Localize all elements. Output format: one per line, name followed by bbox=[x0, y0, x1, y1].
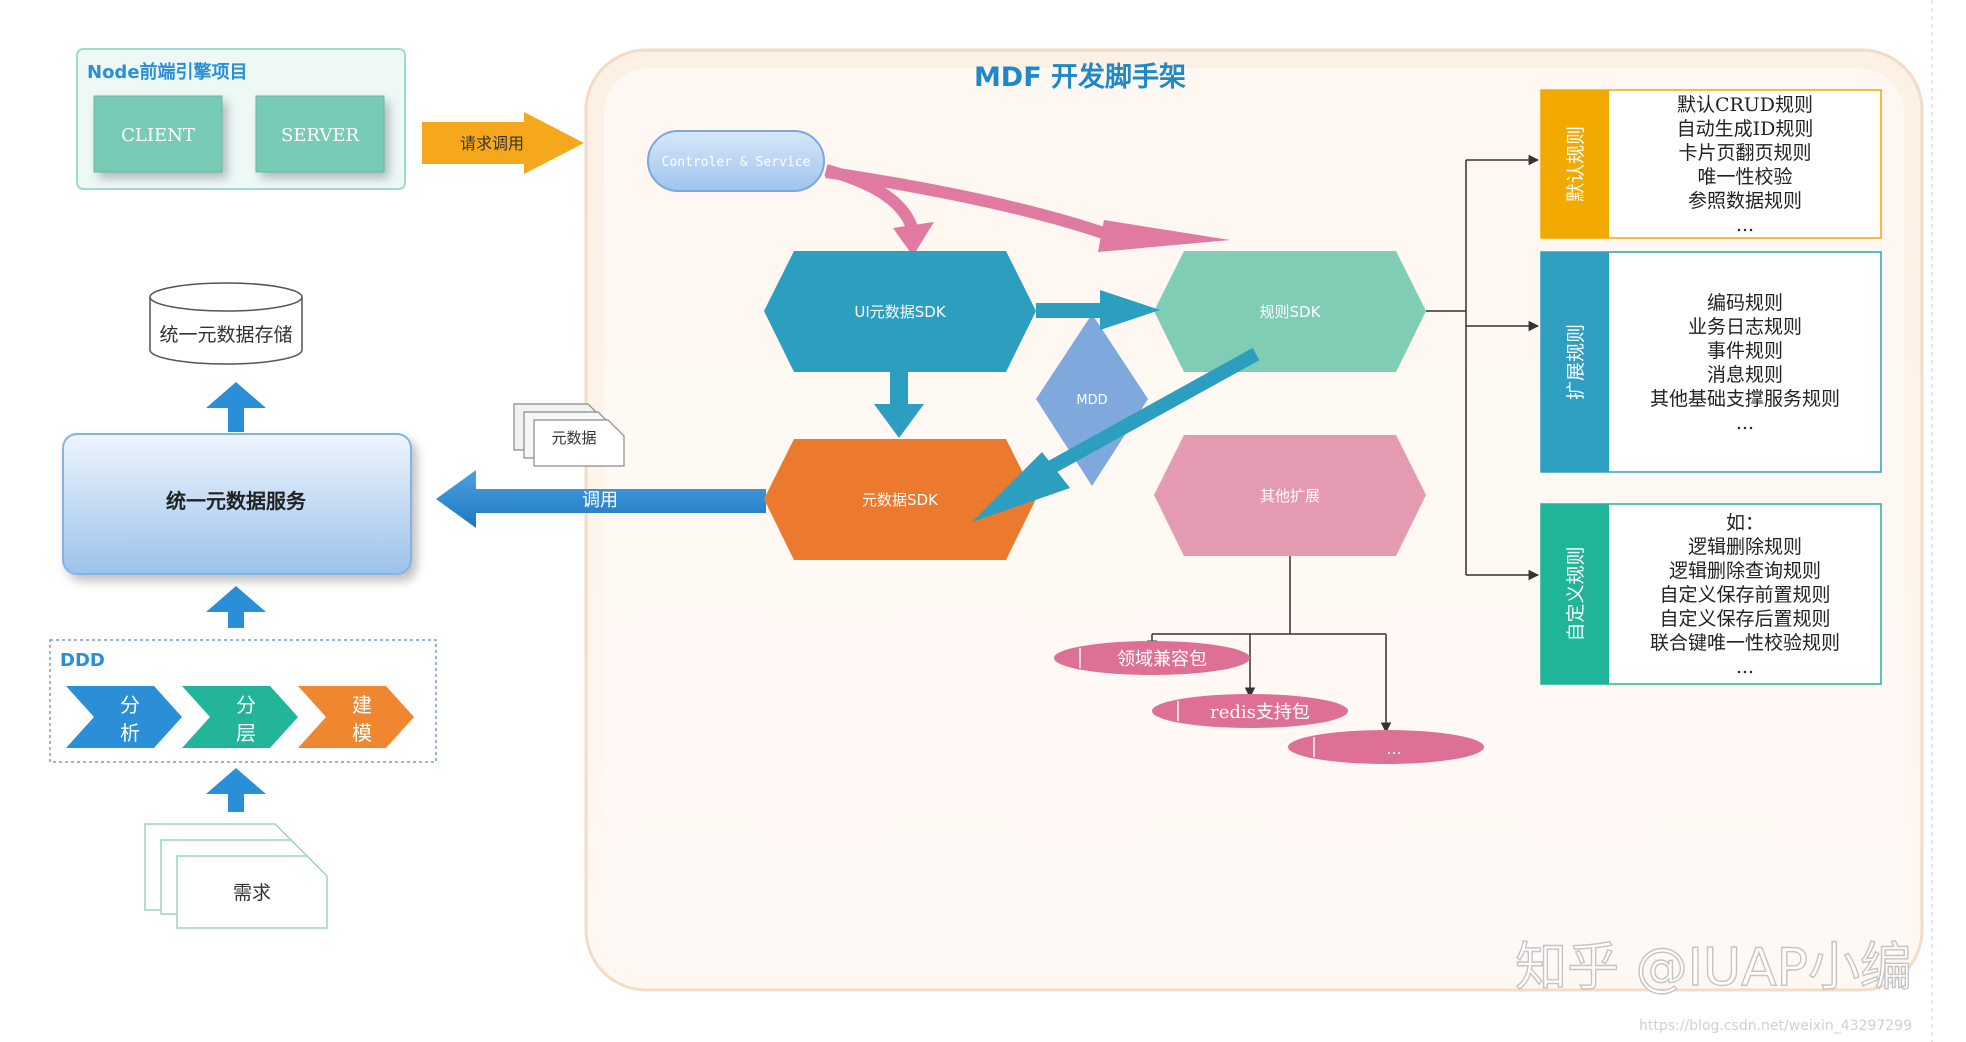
rule-item: 业务日志规则 bbox=[1688, 316, 1802, 338]
request-call-label: 请求调用 bbox=[460, 134, 524, 153]
rule-item: 自定义保存前置规则 bbox=[1659, 584, 1830, 606]
metadata-service-label: 统一元数据服务 bbox=[166, 489, 307, 513]
ddd-step-chevron bbox=[298, 686, 414, 748]
node-project-title: Node前端引擎项目 bbox=[87, 61, 248, 83]
server-box bbox=[255, 95, 385, 173]
rule-item: 联合键唯一性校验规则 bbox=[1650, 632, 1840, 654]
watermark: 知乎 @IUAP小编 bbox=[1515, 938, 1912, 998]
arrow-ui-to-meta bbox=[874, 368, 924, 438]
controller-pill bbox=[647, 130, 825, 192]
meta-sdk-label: 元数据SDK bbox=[862, 491, 939, 509]
ui-sdk-label: UI元数据SDK bbox=[854, 303, 946, 321]
metadata-service-box bbox=[62, 433, 412, 575]
rule-item: 默认CRUD规则 bbox=[1677, 94, 1813, 116]
ddd-step-label-bottom: 模 bbox=[352, 721, 372, 745]
request-call-arrow bbox=[422, 112, 584, 174]
other-ext-label: 其他扩展 bbox=[1260, 487, 1320, 505]
package-connectors bbox=[1146, 556, 1392, 734]
call-arrow bbox=[436, 470, 766, 528]
requirement-docs bbox=[144, 823, 328, 929]
rule-group-tab bbox=[1541, 90, 1609, 238]
ddd-step-label-bottom: 层 bbox=[236, 721, 256, 745]
call-label: 调用 bbox=[582, 490, 618, 511]
rule-item: 自定义保存后置规则 bbox=[1659, 608, 1830, 630]
mdd-diamond bbox=[1036, 314, 1148, 486]
rule-group-tab-label: 扩展规则 bbox=[1565, 324, 1587, 400]
ddd-box bbox=[49, 639, 437, 763]
rule-item: 事件规则 bbox=[1707, 340, 1783, 362]
storage-cylinder bbox=[149, 282, 303, 365]
requirement-label: 需求 bbox=[233, 882, 271, 904]
rule-group-tab bbox=[1541, 252, 1609, 472]
ddd-step-label-top: 分 bbox=[120, 693, 140, 717]
client-box bbox=[93, 95, 223, 173]
rule-item: 如： bbox=[1726, 512, 1764, 534]
mdd-label: MDD bbox=[1076, 393, 1107, 408]
mdf-title: MDF 开发脚手架 bbox=[974, 61, 1186, 93]
package-redis-label: redis支持包 bbox=[1210, 702, 1310, 723]
rule-item: 编码规则 bbox=[1707, 292, 1783, 314]
rule-sdk-hexagon bbox=[1154, 251, 1426, 372]
up-arrow-service bbox=[206, 586, 266, 628]
rule-sdk-label: 规则SDK bbox=[1260, 303, 1322, 321]
controller-label: Controler & Service bbox=[662, 155, 811, 170]
rule-item: 逻辑删除规则 bbox=[1688, 536, 1802, 558]
server-label: SERVER bbox=[281, 125, 360, 146]
ddd-step-chevron bbox=[66, 686, 182, 748]
other-ext-hexagon bbox=[1154, 435, 1426, 556]
node-project-box: Node前端引擎项目 CLIENT SERVER bbox=[76, 48, 406, 190]
rule-group-connectors bbox=[1426, 154, 1540, 581]
metadata-doc-label: 元数据 bbox=[551, 429, 596, 447]
rule-item: 其他基础支撑服务规则 bbox=[1650, 388, 1840, 410]
arrow-rule-to-meta bbox=[972, 347, 1260, 522]
package-ellipse-more bbox=[1288, 730, 1484, 764]
rule-group-tab bbox=[1541, 504, 1609, 684]
ui-sdk-hexagon bbox=[764, 251, 1036, 372]
up-arrow-storage bbox=[206, 382, 266, 432]
package-more-label: ... bbox=[1386, 739, 1401, 758]
client-label: CLIENT bbox=[121, 125, 195, 146]
package-ellipse-domain bbox=[1054, 641, 1250, 675]
arrow-ui-to-rule bbox=[1036, 290, 1160, 330]
rule-item: 卡片页翻页规则 bbox=[1678, 142, 1811, 164]
rule-item: 参照数据规则 bbox=[1688, 190, 1802, 212]
rule-groups: 默认规则 默认CRUD规则自动生成ID规则卡片页翻页规则唯一性校验参照数据规则..… bbox=[1540, 89, 1882, 685]
pink-arrow-to-rule-sdk bbox=[825, 166, 1230, 252]
rule-item: 唯一性校验 bbox=[1697, 166, 1792, 188]
package-domain-label: 领域兼容包 bbox=[1117, 649, 1207, 670]
rule-item: 消息规则 bbox=[1707, 364, 1783, 386]
rule-group-tab-label: 默认规则 bbox=[1565, 126, 1587, 202]
rule-item: 逻辑删除查询规则 bbox=[1669, 560, 1821, 582]
meta-sdk-hexagon bbox=[764, 439, 1036, 560]
source-url: https://blog.csdn.net/weixin_43297299 bbox=[1639, 1018, 1912, 1034]
ddd-step-label-top: 建 bbox=[352, 693, 372, 717]
package-ellipse-redis bbox=[1152, 694, 1348, 728]
rule-group-tab-label: 自定义规则 bbox=[1565, 546, 1587, 641]
ddd-step-label-bottom: 析 bbox=[120, 721, 140, 745]
metadata-doc-icon bbox=[513, 403, 625, 467]
rule-item: 自动生成ID规则 bbox=[1677, 118, 1814, 140]
storage-label: 统一元数据存储 bbox=[159, 324, 292, 346]
ddd-title: DDD bbox=[60, 650, 105, 671]
up-arrow-ddd bbox=[206, 768, 266, 812]
ddd-step-chevron bbox=[182, 686, 298, 748]
rule-item: ... bbox=[1736, 656, 1754, 678]
rule-item: ... bbox=[1736, 412, 1754, 434]
ddd-step-label-top: 分 bbox=[236, 693, 256, 717]
rule-item: ... bbox=[1736, 214, 1754, 236]
